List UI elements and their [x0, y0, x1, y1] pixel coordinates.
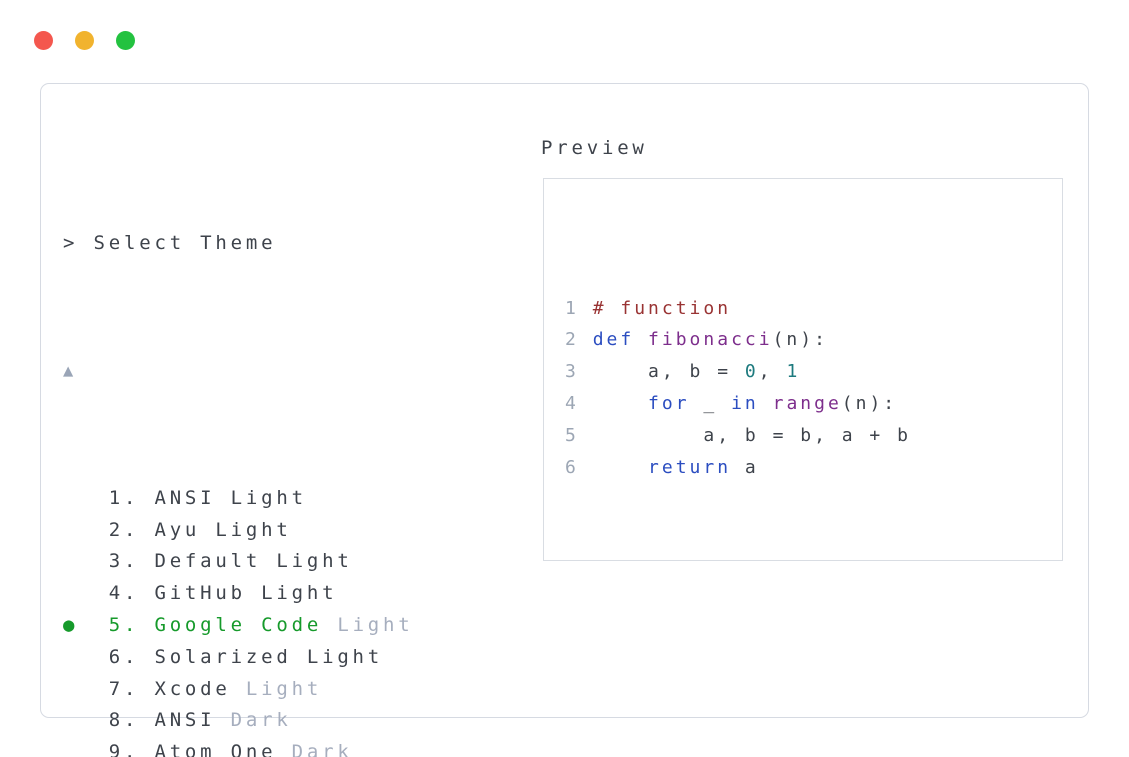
- code-token: 1: [786, 361, 801, 383]
- code-token: (n):: [841, 392, 898, 414]
- selected-bullet-icon: ●: [63, 613, 94, 636]
- theme-option-1[interactable]: 1. ANSI Light: [63, 483, 1088, 515]
- code-token: [634, 329, 648, 350]
- code-token: (n):: [772, 329, 828, 351]
- code-token: 6: [565, 456, 593, 478]
- code-token: ,: [758, 361, 787, 383]
- bullet-slot: [63, 487, 93, 509]
- theme-number: 4.: [93, 582, 155, 605]
- bullet-slot: [63, 519, 93, 541]
- theme-variant: Light: [230, 677, 323, 700]
- code-token: a, b =: [592, 361, 745, 383]
- theme-name: Ayu Light: [154, 518, 292, 541]
- code-line-1: 1 # function: [565, 293, 1062, 325]
- code-token: [593, 393, 648, 414]
- prompt-row: > Select Theme: [63, 228, 1088, 260]
- theme-number: 8.: [93, 709, 155, 732]
- code-token: 4: [565, 392, 593, 414]
- theme-picker-panel: > Select Theme ▲ 1. ANSI Light 2. Ayu Li…: [40, 83, 1089, 757]
- theme-name: Default Light: [154, 550, 353, 573]
- code-token: for: [648, 392, 690, 414]
- theme-option-6[interactable]: 6. Solarized Light: [63, 642, 1088, 674]
- theme-option-2[interactable]: 2. Ayu Light: [63, 515, 1088, 547]
- code-token: _: [689, 392, 732, 414]
- code-token: [593, 457, 648, 478]
- code-token: 2: [565, 329, 593, 351]
- code-token: def: [592, 329, 635, 351]
- prompt-caret: >: [63, 232, 79, 255]
- theme-number: 5.: [93, 613, 155, 636]
- theme-name: GitHub Light: [154, 582, 338, 605]
- code-token: 5: [565, 424, 593, 446]
- bullet-slot: [63, 646, 93, 668]
- preview-title: Preview: [541, 137, 648, 159]
- code-token: 1: [565, 297, 593, 319]
- code-token: 0: [744, 361, 759, 383]
- theme-name: Google Code: [154, 613, 323, 636]
- bullet-slot: [63, 709, 93, 731]
- theme-name: ANSI Light: [154, 486, 307, 509]
- code-line-5: 5 a, b = b, a + b: [565, 420, 1062, 452]
- code-line-4: 4 for _ in range(n):: [565, 388, 1062, 420]
- page-title: Select Theme: [93, 232, 277, 255]
- theme-option-8[interactable]: 8. ANSI Dark: [63, 705, 1088, 737]
- theme-number: 6.: [93, 645, 155, 668]
- close-button[interactable]: [34, 31, 53, 50]
- bullet-slot: [63, 678, 93, 700]
- code-token: # function: [592, 297, 732, 319]
- theme-number: 3.: [93, 550, 155, 573]
- code-line-2: 2 def fibonacci(n):: [565, 324, 1062, 356]
- code-token: a, b = b, a + b: [592, 424, 911, 446]
- theme-name: Xcode: [154, 677, 231, 700]
- code-line-6: 6 return a: [565, 452, 1062, 484]
- code-token: return: [648, 456, 732, 478]
- theme-variant: Dark: [215, 709, 292, 732]
- code-token: a: [731, 456, 759, 478]
- theme-variant: Light: [322, 613, 414, 636]
- scroll-up-indicator[interactable]: ▲: [63, 356, 1088, 388]
- theme-list: 1. ANSI Light 2. Ayu Light 3. Default Li…: [63, 483, 1088, 757]
- bullet-slot: [63, 550, 93, 572]
- zoom-button[interactable]: [116, 31, 135, 50]
- theme-option-9[interactable]: 9. Atom One Dark: [63, 737, 1088, 757]
- theme-number: 7.: [93, 677, 155, 700]
- theme-option-4[interactable]: 4. GitHub Light: [63, 578, 1088, 610]
- theme-option-7[interactable]: 7. Xcode Light: [63, 674, 1088, 706]
- code-token: fibonacci: [648, 329, 773, 351]
- code-token: range: [772, 392, 842, 414]
- code-line-3: 3 a, b = 0, 1: [565, 356, 1062, 388]
- bullet-slot: [63, 582, 93, 604]
- blank-code-line: [565, 547, 1062, 560]
- theme-name: ANSI: [154, 709, 216, 732]
- theme-option-3[interactable]: 3. Default Light: [63, 546, 1088, 578]
- theme-number: 2.: [93, 518, 155, 541]
- theme-number: 9.: [93, 741, 155, 757]
- theme-name: Atom One: [154, 741, 277, 757]
- code-token: in: [731, 392, 759, 414]
- window-controls: [34, 31, 135, 50]
- theme-name: Solarized Light: [154, 645, 384, 668]
- code-token: 3: [565, 361, 593, 383]
- bullet-slot: [63, 741, 93, 757]
- minimize-button[interactable]: [75, 31, 94, 50]
- theme-option-5[interactable]: ● 5. Google Code Light: [63, 610, 1088, 642]
- theme-number: 1.: [93, 486, 155, 509]
- code-token: [759, 393, 773, 414]
- theme-variant: Dark: [276, 741, 353, 757]
- triangle-up-icon: ▲: [63, 360, 78, 381]
